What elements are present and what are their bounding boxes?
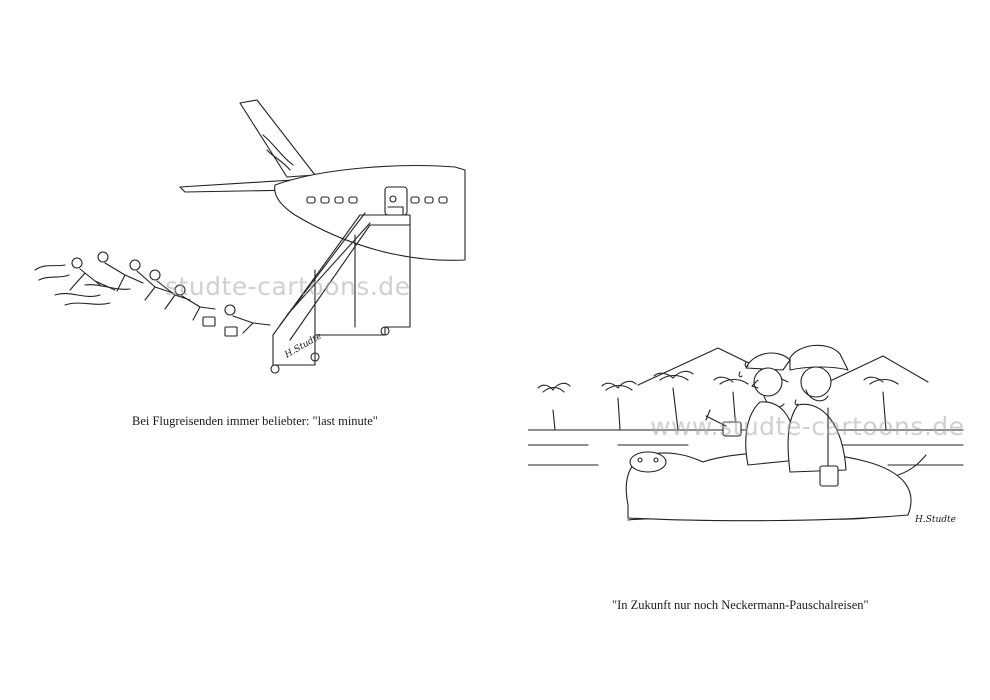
boarding-stairs (270, 212, 411, 374)
signature-2: H.Studte (915, 515, 956, 525)
palm-trees (537, 370, 899, 431)
tourist-man (705, 352, 799, 466)
tourist-woman (787, 344, 849, 487)
plane-door (384, 186, 408, 216)
sweat-drops (738, 361, 799, 406)
plane-tail-fin (239, 99, 316, 178)
airplane-cartoon (34, 99, 466, 374)
caption-2: "In Zukunft nur noch Neckermann-Pauschal… (612, 598, 869, 612)
hippo-ride-cartoon (528, 344, 964, 522)
caption-1: Bei Flugreisenden immer beliebter: "last… (132, 414, 378, 428)
running-passengers (34, 251, 271, 337)
plane-fuselage (274, 165, 466, 261)
plane-windows (306, 196, 448, 204)
